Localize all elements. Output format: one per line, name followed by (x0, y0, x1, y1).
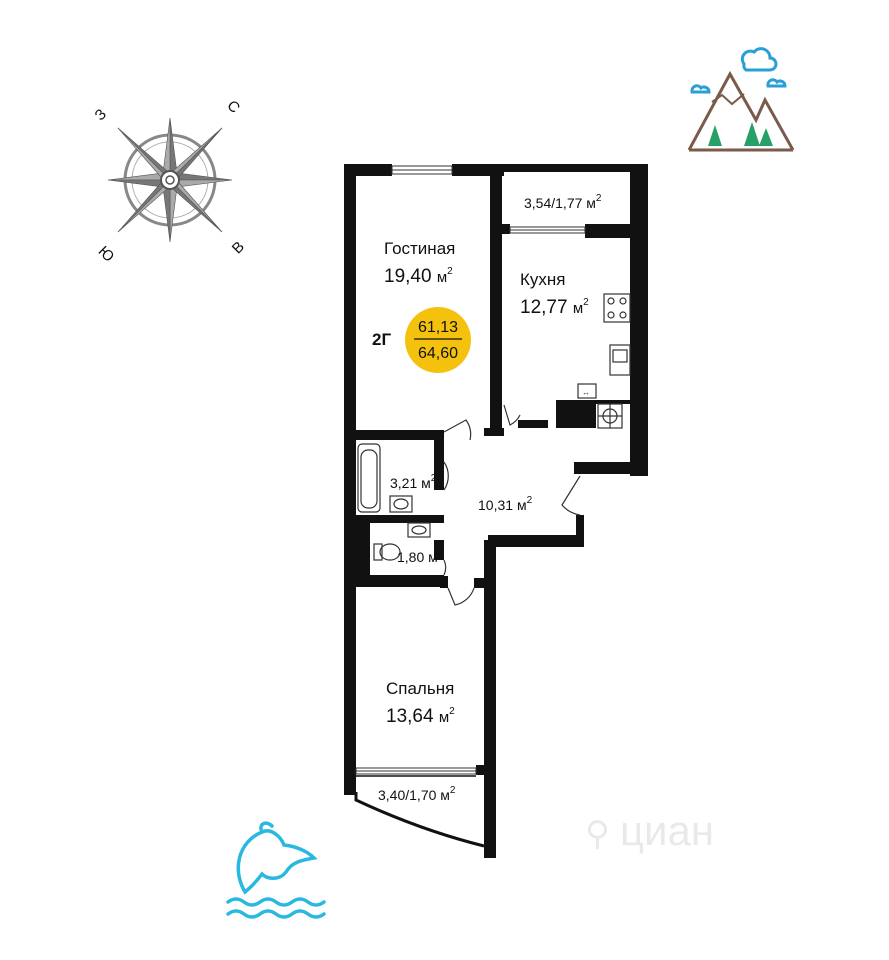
cloud-icon (740, 47, 778, 72)
kitchen-meter-icon: ↔ (577, 383, 597, 399)
cloud-small-icon (690, 84, 711, 94)
compass-rose (107, 117, 233, 243)
balcony-bottom-area: 3,40/1,70 м2 (378, 785, 456, 803)
boiler-icon (597, 403, 623, 429)
balcony-bottom-outline (354, 792, 485, 848)
toilet-area: 1,80 м2 (397, 547, 444, 565)
tree-icons (708, 122, 773, 146)
kitchen-area: 12,77 м2 (520, 297, 589, 318)
living-area-value: 61,13 (418, 319, 458, 336)
apartment-type: 2Г (372, 330, 391, 349)
kitchen-sink-icon (609, 344, 631, 376)
compass-north-label: С (223, 97, 243, 117)
toilet-sink-icon (407, 522, 431, 538)
bedroom-area: 13,64 м2 (386, 706, 455, 727)
compass-east-label: В (229, 238, 248, 257)
compass-south-label: Ю (95, 243, 118, 266)
area-badge: 61,13 64,60 (405, 307, 471, 373)
toilet-icon (373, 543, 401, 561)
hall-area: 10,31 м2 (478, 495, 533, 513)
doors (443, 404, 581, 606)
compass-west-label: З (92, 106, 110, 124)
watermark: ⚲ циан (585, 807, 714, 854)
walls (344, 164, 648, 858)
windows (355, 165, 586, 775)
watermark-icon: ⚲ (585, 815, 610, 853)
svg-text:↔: ↔ (582, 388, 590, 397)
bedroom-name: Спальня (386, 679, 454, 698)
dolphin-icon (226, 821, 326, 919)
living-room-area: 19,40 м2 (384, 266, 453, 287)
living-room-name: Гостиная (384, 239, 455, 258)
wave-icon (226, 897, 326, 907)
mountain-icon (687, 47, 795, 152)
bathroom-sink-icon (389, 495, 413, 513)
kitchen-stove-icon (603, 293, 631, 323)
bathroom-area: 3,21 м2 (390, 473, 437, 491)
watermark-text: циан (620, 807, 714, 854)
bathtub-icon (357, 443, 381, 513)
balcony-top-area: 3,54/1,77 м2 (524, 193, 602, 211)
total-area-value: 64,60 (418, 345, 458, 362)
kitchen-name: Кухня (520, 270, 566, 289)
cloud-right-icon (766, 78, 787, 88)
